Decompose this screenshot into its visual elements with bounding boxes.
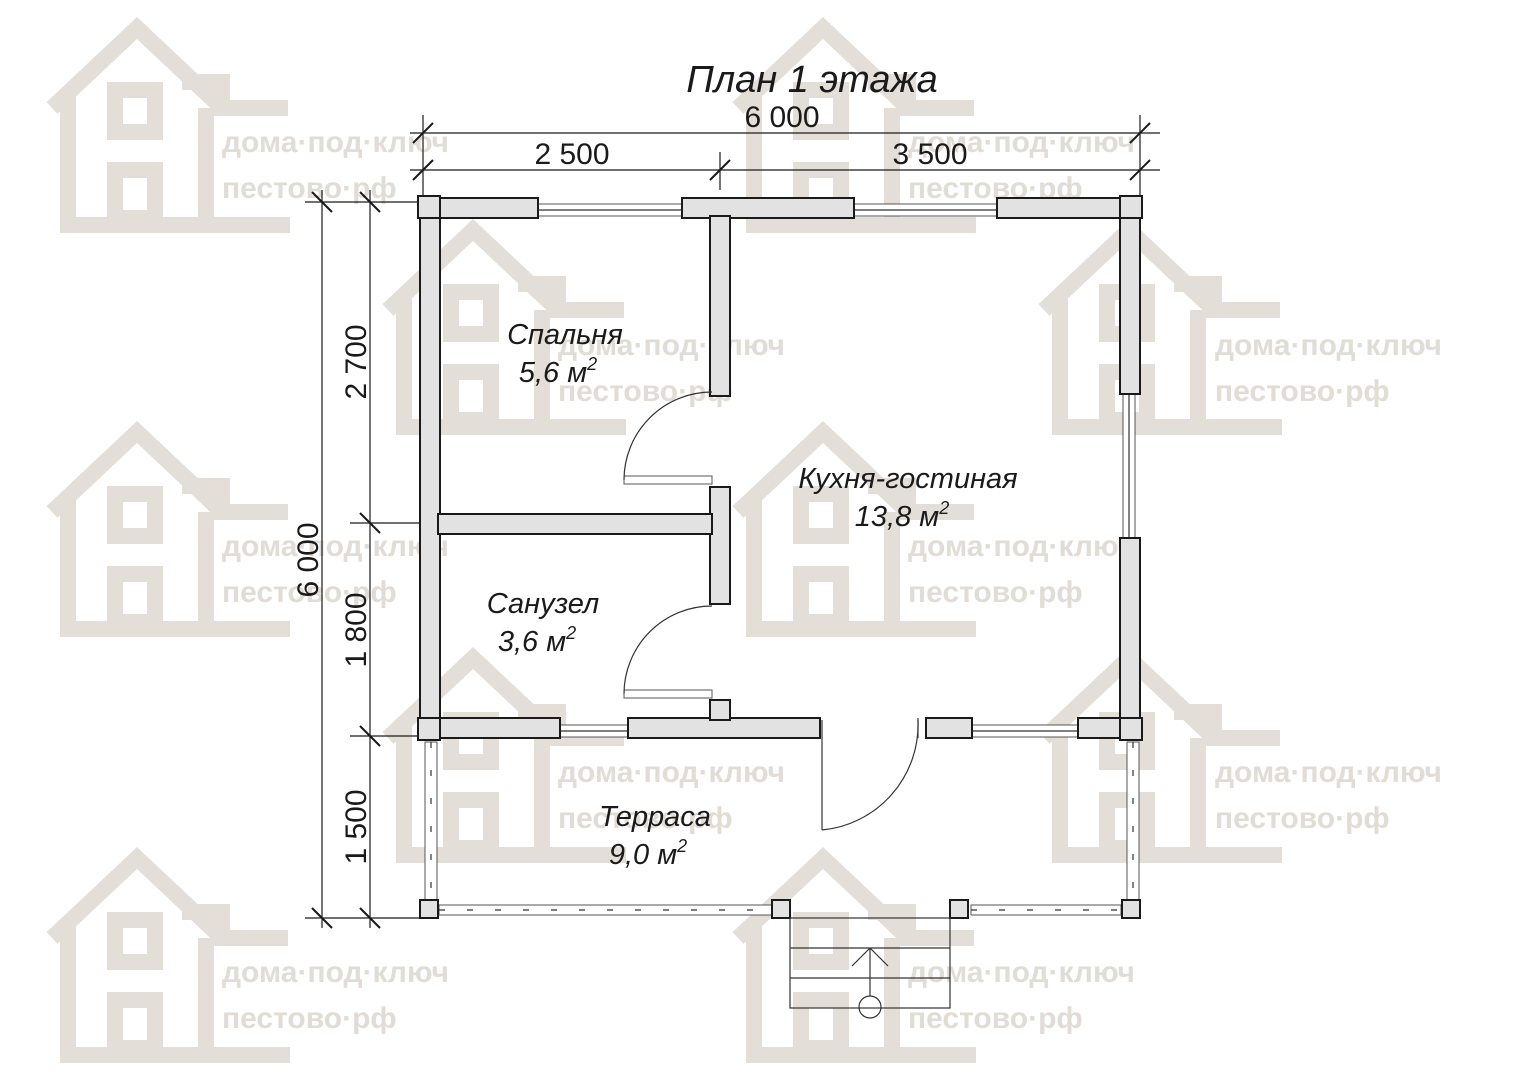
watermark-house-icon [382, 219, 626, 435]
watermark-house-icon [732, 421, 976, 637]
dimension-height-top: 2 700 [340, 324, 373, 399]
watermark-house-icon [46, 17, 290, 233]
dimension-width-left: 2 500 [534, 138, 609, 171]
watermark-house-icon [46, 421, 290, 637]
watermark-house-icon [1038, 219, 1282, 435]
door-bathroom [623, 605, 713, 699]
terrace-railing [424, 741, 1140, 916]
watermark-text: дома·под·ключ [558, 329, 785, 362]
watermark-text: пестово·рф [1215, 802, 1390, 835]
room-area: 13,8 м2 [855, 498, 949, 533]
watermark-text: дома·под·ключ [1215, 756, 1442, 789]
watermark-text: дома·под·ключ [908, 956, 1135, 989]
watermark-texts: дома·под·ключ пестово·рф дома·под·ключ п… [222, 126, 1442, 1035]
room-area: 5,6 м2 [519, 354, 597, 389]
watermark-text: пестово·рф [222, 1002, 397, 1035]
dimension-total-width: 6 000 [744, 101, 819, 134]
walls [419, 197, 1141, 739]
watermark-text: дома·под·ключ [908, 126, 1135, 159]
room-terrace: Терраса 9,0 м2 [599, 801, 711, 871]
plan-title: План 1 этажа [686, 59, 938, 101]
room-area: 3,6 м2 [498, 623, 576, 658]
watermark-text: дома·под·ключ [1215, 329, 1442, 362]
dimension-height-middle: 1 800 [340, 592, 373, 667]
watermark-text: дома·под·ключ [908, 530, 1135, 563]
watermark-text: дома·под·ключ [222, 956, 449, 989]
wall-posts [417, 195, 1143, 919]
room-kitchen-living: Кухня-гостиная 13,8 м2 [798, 463, 1017, 533]
watermark-text: пестово·рф [908, 1002, 1083, 1035]
door-bedroom [623, 391, 713, 485]
windows [536, 203, 1136, 738]
watermark-house-icon [46, 847, 290, 1063]
watermark-house-icon [382, 647, 626, 863]
room-bathroom: Санузел 3,6 м2 [487, 588, 600, 658]
dimension-vertical [305, 190, 430, 929]
dimension-total-height: 6 000 [292, 522, 325, 597]
entrance-steps [789, 917, 951, 1019]
room-name: Терраса [599, 801, 711, 833]
watermark-text: дома·под·ключ [222, 126, 449, 159]
watermark-text: пестово·рф [558, 802, 733, 835]
room-name: Санузел [487, 588, 600, 620]
room-bedroom: Спальня 5,6 м2 [507, 319, 623, 389]
dimension-width-right: 3 500 [892, 138, 967, 171]
dimension-horizontal [410, 115, 1160, 205]
room-area: 9,0 м2 [609, 836, 687, 871]
watermark-text: пестово·рф [558, 375, 733, 408]
watermark-text: пестово·рф [222, 576, 397, 609]
door-entrance [821, 718, 919, 831]
watermark-text: дома·под·ключ [222, 530, 449, 563]
room-name: Кухня-гостиная [798, 463, 1017, 495]
dimension-height-bottom: 1 500 [340, 789, 373, 864]
watermark-text: пестово·рф [1215, 375, 1390, 408]
watermark-text: пестово·рф [908, 576, 1083, 609]
watermark-text: дома·под·ключ [558, 756, 785, 789]
room-name: Спальня [507, 319, 623, 351]
